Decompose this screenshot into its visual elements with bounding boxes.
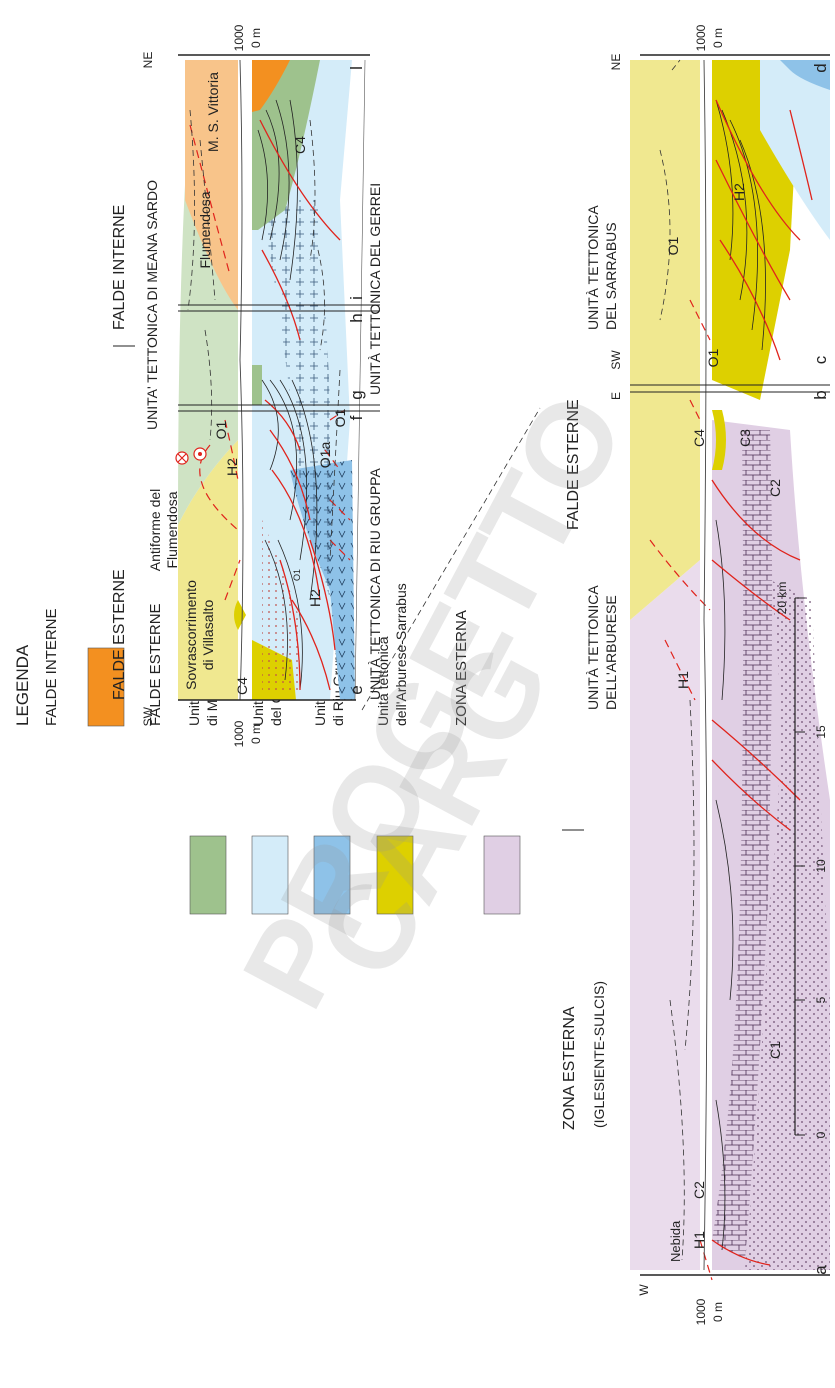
label-sarrabus-1: UNITÀ TETTONICA — [585, 205, 601, 330]
unit-o1a: O1a — [317, 442, 333, 469]
lower-end-sw: SW — [609, 350, 623, 370]
fold-symbol-dot-center — [198, 452, 202, 456]
upper-end-ne: NE — [141, 52, 155, 69]
unit-o1-lower-a: O1 — [705, 348, 721, 367]
lower-header-zona-esterna: ZONA ESTERNA — [561, 1006, 578, 1130]
unit-h2-lower: H2 — [731, 183, 747, 201]
unit-c4-right: C4 — [292, 136, 308, 154]
lower-header-zona-esterna-sub: (IGLESIENTE-SULCIS) — [591, 981, 607, 1128]
scale-label-10: 10 — [814, 859, 828, 873]
lower-section: ZONA ESTERNA (IGLESIENTE-SULCIS) FALDE E… — [561, 24, 830, 1325]
section-letter-l: l — [347, 66, 366, 70]
lower-elev-1000-left: 1000 — [694, 1298, 708, 1325]
unit-h1-right: H1 — [675, 671, 691, 689]
unit-c2-right: C2 — [767, 479, 783, 497]
section-letter-c: c — [811, 355, 830, 364]
label-flumendosa: Flumendosa — [197, 191, 213, 268]
section-letter-d: d — [811, 63, 830, 72]
unit-c3: C3 — [737, 429, 753, 447]
upper-header-falde-interne: FALDE INTERNE — [111, 205, 128, 330]
label-arburese-2: DELL'ARBURESE — [603, 595, 619, 710]
unit-h2-deep: H2 — [307, 589, 323, 607]
unit-c1: C1 — [767, 1041, 783, 1059]
unit-o1-upper: O1 — [213, 420, 229, 439]
unit-c2-left: C2 — [691, 1181, 707, 1199]
label-sovrascorrimento-2: di Villasalto — [200, 600, 216, 671]
label-antiforme-1: Antiforme del — [147, 489, 163, 571]
unit-h1-left: H1 — [691, 1231, 707, 1249]
section-letter-b: b — [811, 390, 830, 399]
unit-c4-lower: C4 — [691, 429, 707, 447]
section-letter-f: f — [347, 415, 366, 420]
section-letter-i: i — [347, 296, 366, 300]
section-letter-a: a — [811, 1265, 830, 1275]
lower-elev-1000-right: 1000 — [694, 24, 708, 51]
upper-elev-0-right: 0 m — [249, 28, 263, 48]
upper-base-line — [355, 60, 365, 700]
lower-atmosphere-lilac — [630, 560, 700, 1270]
scale-label-5: 5 — [814, 996, 828, 1003]
scale-label-20: 20 km — [775, 582, 789, 615]
label-unita-gerrei: UNITÀ TETTONICA DEL GERREI — [367, 183, 383, 395]
legend-group-falde-interne: FALDE INTERNE — [43, 608, 60, 726]
scale-label-15: 15 — [814, 725, 828, 739]
label-arburese-1: UNITÀ TETTONICA — [585, 585, 601, 710]
lower-elev-0-left: 0 m — [711, 1302, 725, 1322]
lower-end-ne: NE — [609, 54, 623, 71]
upper-elev-1000-left: 1000 — [232, 720, 246, 747]
upper-elev-1000-right: 1000 — [232, 24, 246, 51]
section-letter-g: g — [347, 390, 366, 399]
unit-c4-left: C4 — [234, 677, 250, 695]
label-nebida: Nebida — [668, 1220, 683, 1262]
label-sovrascorrimento-1: Sovrascorrimento — [183, 580, 199, 690]
section-letter-h: h — [347, 313, 366, 322]
upper-header-falde-esterne: FALDE ESTERNE — [111, 569, 128, 700]
lower-end-w: W — [637, 1284, 651, 1296]
lower-end-e: E — [609, 392, 623, 400]
lower-atmosphere-yellow — [630, 60, 700, 620]
lower-elev-0-right: 0 m — [711, 28, 725, 48]
unit-o1-small: O1 — [292, 569, 302, 581]
label-unita-meana-sardo: UNITA' TETTONICA DI MEANA SARDO — [144, 180, 160, 430]
unit-o1-lower-b: O1 — [665, 236, 681, 255]
upper-end-sw: SW — [141, 706, 155, 726]
unit-o1-gerrei: O1 — [332, 408, 348, 427]
label-antiforme-2: Flumendosa — [164, 491, 180, 568]
legend-title: LEGENDA — [13, 644, 32, 726]
label-ms-vittoria: M. S. Vittoria — [205, 72, 221, 152]
label-sarrabus-2: DEL SARRABUS — [603, 222, 619, 330]
unit-h2-upper: H2 — [224, 458, 240, 476]
scale-label-0: 0 — [814, 1131, 828, 1138]
upper-meana-sardo-middle — [252, 365, 262, 405]
upper-elev-0-left: 0 m — [249, 724, 263, 744]
legend-swatch-meana-sardo — [190, 836, 226, 914]
